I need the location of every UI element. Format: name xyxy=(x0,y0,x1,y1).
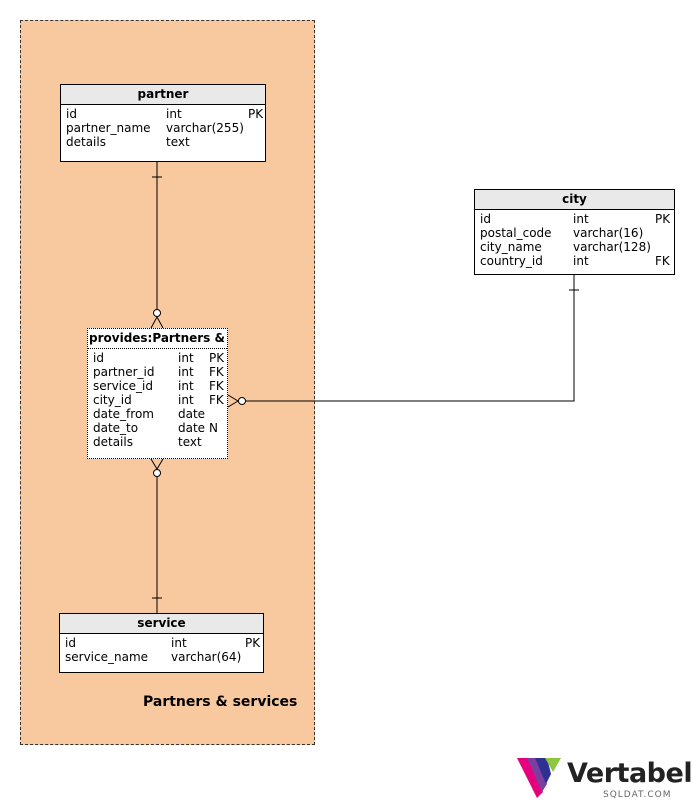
table-title: provides:Partners & xyxy=(88,329,227,349)
zero-marker-city-rel xyxy=(238,397,246,405)
crowfoot-partner-rel xyxy=(150,315,164,329)
column-type: text xyxy=(178,435,202,449)
table-row: id int PK xyxy=(88,351,227,365)
column-type: int xyxy=(573,254,589,268)
column-key: FK xyxy=(209,393,224,407)
vertabelo-logo-icon xyxy=(517,758,561,798)
table-service[interactable]: service id int PK service_name varchar(64) xyxy=(59,613,264,673)
table-row: service_id int FK xyxy=(88,379,227,393)
column-type: int xyxy=(573,212,589,226)
column-name: country_id xyxy=(480,254,543,268)
column-key: PK xyxy=(245,636,261,650)
table-row: city_name varchar(128) xyxy=(475,240,674,254)
column-name: id xyxy=(480,212,491,226)
column-name: partner_id xyxy=(93,365,155,379)
column-name: city_id xyxy=(93,393,132,407)
column-type: varchar(255) xyxy=(166,121,244,135)
column-name: id xyxy=(66,107,77,121)
column-type: date xyxy=(178,421,206,435)
logo-name: Vertabelo xyxy=(567,758,693,789)
column-type: int xyxy=(178,379,194,393)
column-type: int xyxy=(178,393,194,407)
column-key: FK xyxy=(655,254,670,268)
table-row: partner_name varchar(255) xyxy=(61,121,265,135)
zero-marker-service-rel xyxy=(153,469,161,477)
table-row: partner_id int FK xyxy=(88,365,227,379)
column-name: postal_code xyxy=(480,226,552,240)
column-type: int xyxy=(178,365,194,379)
table-row: date_from date xyxy=(88,407,227,421)
table-title: city xyxy=(475,190,674,210)
table-row: details text xyxy=(61,135,265,149)
column-name: id xyxy=(93,351,104,365)
table-row: id int PK xyxy=(475,212,674,226)
crowfoot-service-rel xyxy=(150,458,164,470)
column-type: varchar(128) xyxy=(573,240,651,254)
column-key: FK xyxy=(209,379,224,393)
column-type: int xyxy=(171,636,187,650)
column-type: int xyxy=(166,107,182,121)
logo-sub: SQLDAT.COM xyxy=(603,790,672,800)
column-key: PK xyxy=(209,351,225,365)
table-row: city_id int FK xyxy=(88,393,227,407)
column-type: varchar(16) xyxy=(573,226,644,240)
zero-marker-partner-rel xyxy=(153,309,161,317)
column-key: N xyxy=(209,421,218,435)
column-name: details xyxy=(66,135,106,149)
rel-city-provides xyxy=(242,275,575,402)
table-row: country_id int FK xyxy=(475,254,674,268)
table-row: id int PK xyxy=(60,636,263,650)
table-title: service xyxy=(60,614,263,634)
table-row: service_name varchar(64) xyxy=(60,650,263,664)
column-name: partner_name xyxy=(66,121,151,135)
column-name: date_to xyxy=(93,421,139,435)
column-type: text xyxy=(166,135,190,149)
column-name: date_from xyxy=(93,407,154,421)
table-title: partner xyxy=(61,85,265,105)
column-key: FK xyxy=(209,365,224,379)
column-name: id xyxy=(65,636,76,650)
subject-area-label: Partners & services xyxy=(143,694,298,710)
column-key: PK xyxy=(248,107,264,121)
table-row: details text xyxy=(88,435,227,449)
column-name: details xyxy=(93,435,133,449)
column-type: varchar(64) xyxy=(171,650,242,664)
crowfoot-city-rel xyxy=(227,394,239,408)
column-name: service_id xyxy=(93,379,153,393)
column-type: int xyxy=(178,351,194,365)
column-type: date xyxy=(178,407,206,421)
column-name: city_name xyxy=(480,240,542,254)
table-partner[interactable]: partner id int PK partner_name varchar(255)… xyxy=(60,84,266,162)
column-key: PK xyxy=(655,212,671,226)
table-row: id int PK xyxy=(61,107,265,121)
column-name: service_name xyxy=(65,650,149,664)
table-row: postal_code varchar(16) xyxy=(475,226,674,240)
table-city[interactable]: city id int PK postal_code varchar(16) city… xyxy=(474,189,675,275)
